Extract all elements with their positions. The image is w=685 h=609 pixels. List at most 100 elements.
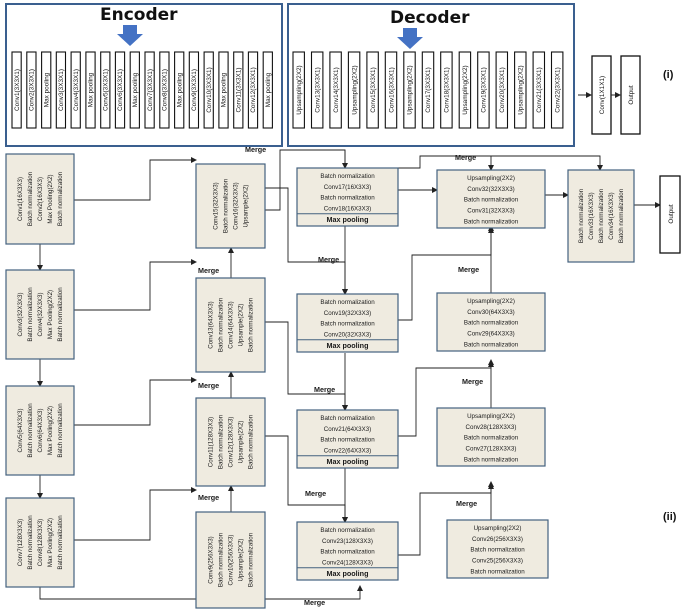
decoder-block-1-line: Conv32(32X3X3) [467,186,514,193]
encoder-block-1-line: Conv2(16X3X3) [37,177,44,221]
encoder-layer-label: Max pooling [221,72,228,107]
decoder-layer-strips: Upsampling(2X2)Conv13(3X3X1)Conv14(3X3X1… [292,51,564,129]
decoder-layer-box [532,51,546,129]
output-label-i: Output [628,85,635,104]
center-block-1-line: Conv18(16X3X3) [324,206,371,213]
decoder-block-1-line: Batch normalization [464,218,519,225]
decoder-block-2-line: Conv29(64X3X3) [467,331,514,338]
decoder-block-1-line: Batch normalization [464,197,519,204]
decoder-layer-box [477,51,490,129]
decoder-layer-box [329,51,342,129]
merge-label: Merge [304,598,325,607]
encoder-layer-box [70,51,81,129]
upsample-block-2 [195,277,266,373]
encoder-block-2-line: Batch normalization [57,287,64,342]
center-block-4-line: Batch normalization [320,527,375,534]
decoder-layer-box [384,51,398,129]
center-block-2-pool-label: Max pooling [327,341,369,350]
upsample-block-4-line: Conv10(256X3X3) [228,535,235,586]
encoder-layer-box [159,51,170,129]
decoder-layer-box [495,51,509,129]
decoder-layer-box [514,51,527,129]
upsample-block-3-line: Upsample(2X2) [238,421,245,464]
upsample-block-2-line: Conv13(64X3X3) [208,301,215,348]
center-block-4-pool-label: Max pooling [327,569,369,578]
final-block-line: Batch normalization [618,188,625,243]
center-block-3-line: Batch normalization [320,415,375,422]
encoder-block-2 [5,269,75,360]
decoder-layer-label: Upsampling(2X2) [407,65,414,114]
center-block-4-line: Conv23(128X3X3) [322,538,373,545]
encoder-layer-label: Conv8(3X3X1) [162,69,169,111]
encoder-layer-box [55,51,67,129]
encoder-layer-label: Max pooling [176,72,183,107]
panel-i: Encoder Decoder Conv1(3X3X1)Conv2(3X3X1)… [5,3,674,147]
decoder-layer-box [550,51,564,129]
decoder-title: Decoder [390,8,470,28]
merge-label: Merge [456,499,477,508]
upsample-block-3-line: Batch normalization [218,414,225,469]
encoder-block-4-line: Conv7(128X3X3) [17,519,24,566]
panel-i-tag: (i) [663,69,674,81]
upsample-block-4-line: Batch normalization [248,532,255,587]
decoder-layer-label: Upsampling(2X2) [518,65,525,114]
final-block [567,169,635,263]
encoder-block-3-line: Batch normalization [57,403,64,458]
decoder-block-3-line: Batch normalization [464,456,519,463]
decoder-layer-box [421,51,435,129]
merge-label: Merge [305,489,326,498]
center-block-1-pool-label: Max pooling [327,215,369,224]
decoder-block-3 [436,407,546,467]
encoder-block-4-line: Conv8(128X3X3) [37,519,44,566]
decoder-layer-label: Conv15(3X3X1) [370,67,377,112]
encoder-layer-box [11,51,22,129]
encoder-title: Encoder [100,5,178,25]
encoder-layer-box [41,51,52,129]
encoder-layer-box [203,51,214,129]
final-block-line: Conv34(16X3X3) [608,192,615,239]
encoder-layer-box [100,51,111,129]
final-block-line: Conv33(16X3X3) [588,192,595,239]
decoder-layer-label: Conv16(3X3X1) [388,67,395,112]
decoder-layer-label: Conv21(3X3X1) [536,67,543,112]
output-label-ii: Output [668,204,675,223]
merge-label: Merge [314,385,335,394]
encoder-layer-box [262,51,273,129]
encoder-layer-label: Max pooling [265,72,272,107]
upsample-block-4 [195,511,266,609]
decoder-layer-label: Conv14(3X3X1) [333,67,340,112]
decoder-layer-label: Conv20(3X3X1) [499,67,506,112]
decoder-layer-label: Conv19(3X3X1) [481,67,488,112]
upsample-block-3 [195,397,266,487]
encoder-block-4 [5,497,75,588]
final-conv-label: Conv(1X1X1) [599,76,606,114]
upsample-block-4-line: Conv9(256X3X3) [208,536,215,583]
upsample-block-3-line: Batch normalization [248,414,255,469]
encoder-block-4-line: Batch normalization [27,515,34,570]
merge-label: Merge [198,493,219,502]
decoder-block-2-line: Batch normalization [464,341,519,348]
decoder-layer-box [403,51,416,129]
center-block-4-line: Batch normalization [320,549,375,556]
encoder-block-3 [5,385,75,476]
decoder-layer-box [347,51,361,129]
encoder-layer-box [144,51,155,129]
upsample-block-3-line: Conv11(128X3X3) [208,417,215,467]
encoder-block-1-line: Conv1(16X3X3) [17,177,24,221]
merge-label: Merge [318,255,339,264]
center-block-2-line: Conv20(32X3X3) [324,332,371,339]
decoder-block-4 [446,519,549,579]
decoder-layer-box [440,51,453,129]
encoder-layer-label: Conv12(3X3X1) [250,67,257,112]
center-block-2-line: Batch normalization [320,299,375,306]
decoder-block-4-line: Batch normalization [470,568,525,575]
decoder-layer-box [310,51,324,129]
encoder-block-2-line: Conv4(32X3X3) [37,292,44,336]
decoder-block-4-line: Upsampling(2X2) [474,525,522,532]
upsample-block-3-line: Conv12(128X3X3) [228,417,235,468]
encoder-layer-label: Conv10(3X3X1) [206,67,213,112]
encoder-layer-box [247,51,259,129]
upsample-block-1-line: Conv16(32X3X3) [233,182,240,229]
decoder-layer-label: Conv17(3X3X1) [425,67,432,112]
center-block-2-line: Batch normalization [320,321,375,328]
